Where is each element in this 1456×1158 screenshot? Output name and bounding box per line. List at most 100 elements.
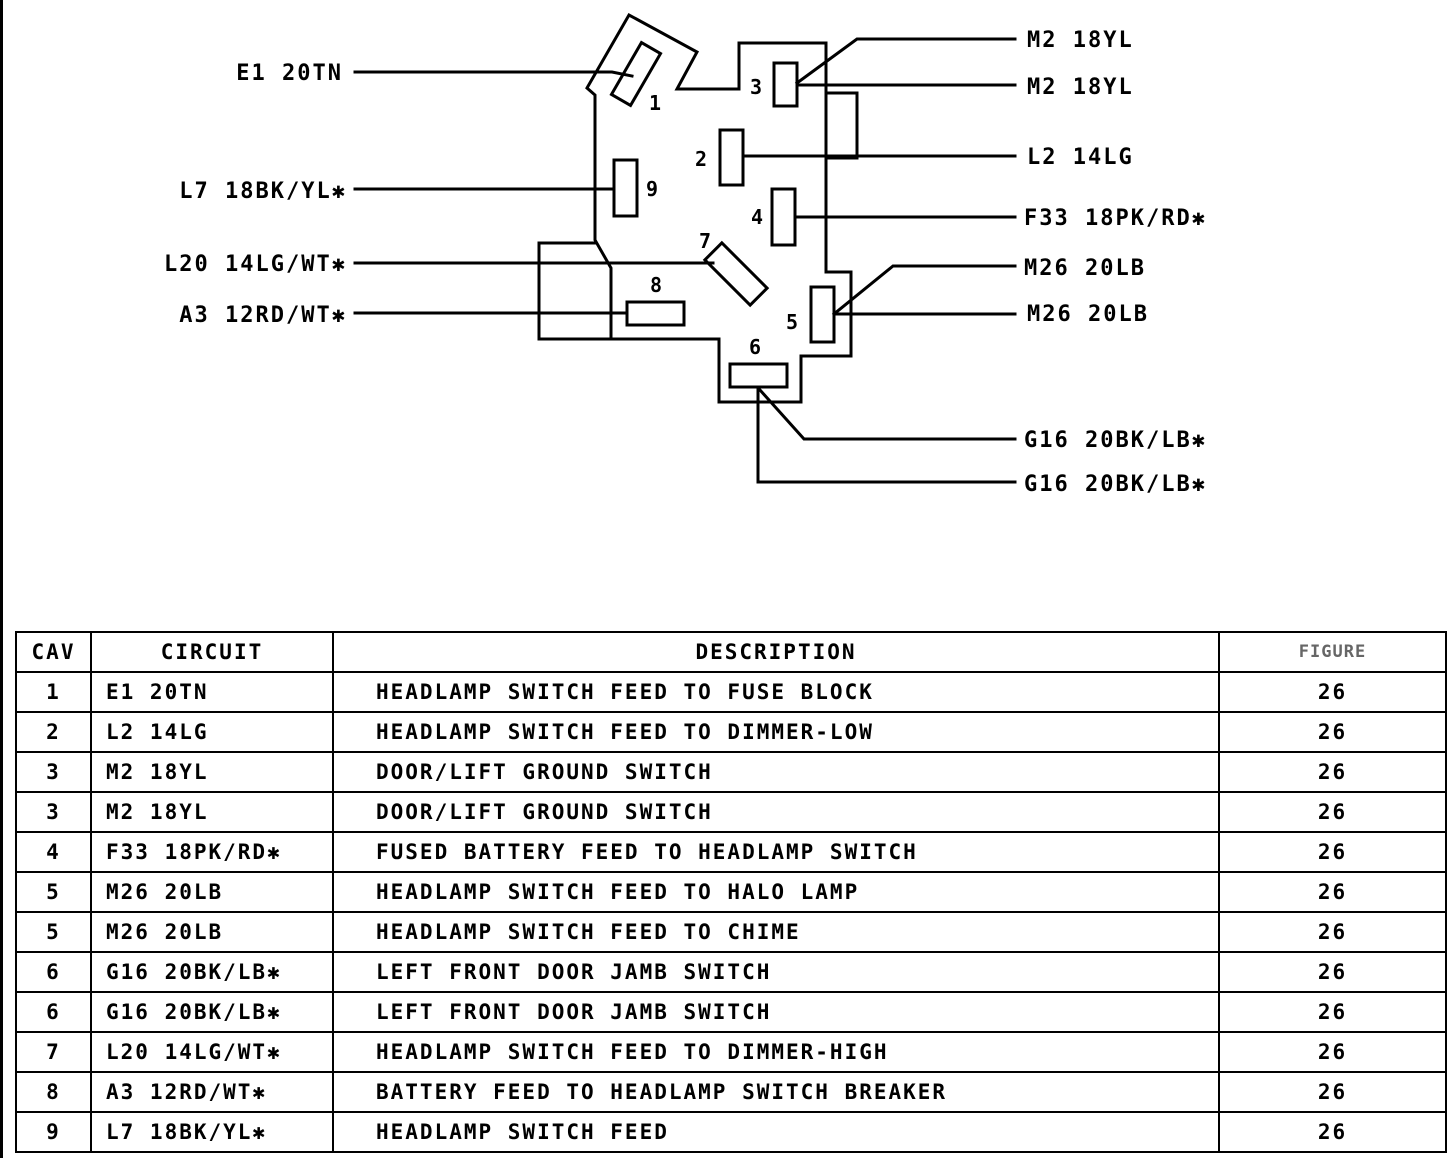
cavity-4-terminal (770, 187, 797, 247)
connector-housing-outline (585, 12, 853, 404)
cavity-9-terminal (612, 158, 639, 218)
connector-side-tab (537, 241, 613, 341)
wire-label-g16-top: G16 20BK/LB✱ (1024, 428, 1207, 453)
cavity-2-terminal (718, 128, 745, 187)
wire-label-f33: F33 18PK/RD✱ (1024, 206, 1207, 231)
circuit-cell: L20 14LG/WT✱ (90, 1031, 334, 1073)
cav-cell: 4 (15, 831, 92, 873)
cav-cell: 5 (15, 871, 92, 913)
cavity-7-terminal (702, 240, 770, 308)
circuit-cell: L7 18BK/YL✱ (90, 1111, 334, 1153)
wire-label-m2-bottom: M2 18YL (1027, 75, 1134, 100)
cavity-2-number: 2 (695, 147, 707, 171)
circuit-cell: G16 20BK/LB✱ (90, 991, 334, 1033)
description-cell: FUSED BATTERY FEED TO HEADLAMP SWITCH (332, 831, 1220, 873)
header-circuit: CIRCUIT (90, 631, 334, 673)
circuit-cell: M2 18YL (90, 751, 334, 793)
connector-rib (824, 91, 859, 160)
left-border (0, 0, 3, 1158)
header-figure: FIGURE (1218, 631, 1447, 673)
table-header-row: CAV CIRCUIT DESCRIPTION FIGURE (15, 631, 1447, 673)
cav-cell: 2 (15, 711, 92, 753)
cavity-8-number: 8 (650, 273, 662, 297)
cavity-3-terminal (772, 61, 799, 108)
figure-cell: 26 (1218, 671, 1447, 713)
wire-label-l20: L20 14LG/WT✱ (164, 252, 347, 277)
description-cell: HEADLAMP SWITCH FEED TO FUSE BLOCK (332, 671, 1220, 713)
cavity-6-terminal (728, 362, 789, 389)
circuit-cell: G16 20BK/LB✱ (90, 951, 334, 993)
description-cell: BATTERY FEED TO HEADLAMP SWITCH BREAKER (332, 1071, 1220, 1113)
figure-cell: 26 (1218, 871, 1447, 913)
figure-cell: 26 (1218, 1071, 1447, 1113)
wire-label-l7: L7 18BK/YL✱ (179, 179, 347, 204)
cavity-1-terminal (609, 40, 663, 108)
cav-cell: 3 (15, 751, 92, 793)
wire-label-l2: L2 14LG (1027, 145, 1134, 170)
circuit-cell: F33 18PK/RD✱ (90, 831, 334, 873)
circuit-cell: A3 12RD/WT✱ (90, 1071, 334, 1113)
cav-cell: 9 (15, 1111, 92, 1153)
figure-cell: 26 (1218, 911, 1447, 953)
figure-cell: 26 (1218, 991, 1447, 1033)
cav-cell: 1 (15, 671, 92, 713)
cav-cell: 6 (15, 951, 92, 993)
description-cell: LEFT FRONT DOOR JAMB SWITCH (332, 991, 1220, 1033)
wire-e1-leader (353, 70, 634, 78)
wire-label-g16-bottom: G16 20BK/LB✱ (1024, 472, 1207, 497)
wire-label-m2-top: M2 18YL (1027, 28, 1134, 53)
cav-cell: 3 (15, 791, 92, 833)
figure-cell: 26 (1218, 1031, 1447, 1073)
cav-cell: 6 (15, 991, 92, 1033)
cav-cell: 7 (15, 1031, 92, 1073)
cav-cell: 5 (15, 911, 92, 953)
circuit-cell: E1 20TN (90, 671, 334, 713)
description-cell: HEADLAMP SWITCH FEED TO HALO LAMP (332, 871, 1220, 913)
description-cell: DOOR/LIFT GROUND SWITCH (332, 791, 1220, 833)
cavity-3-number: 3 (750, 75, 762, 99)
header-cav: CAV (15, 631, 92, 673)
figure-cell: 26 (1218, 951, 1447, 993)
wire-m2-top-leader (794, 37, 1017, 86)
description-cell: HEADLAMP SWITCH FEED TO DIMMER-LOW (332, 711, 1220, 753)
cavity-1-number: 1 (649, 91, 661, 115)
cavity-5-number: 5 (786, 310, 798, 334)
cavity-5-terminal (809, 285, 836, 344)
cav-cell: 8 (15, 1071, 92, 1113)
figure-cell: 26 (1218, 831, 1447, 873)
description-cell: HEADLAMP SWITCH FEED (332, 1111, 1220, 1153)
wire-g16-top-leader (757, 387, 1017, 441)
circuit-cell: M26 20LB (90, 871, 334, 913)
connector-diagram: 1 9 3 2 4 7 8 5 6 E1 20TN L7 18BK/YL✱ L2… (164, 12, 1207, 497)
figure-cell: 26 (1218, 751, 1447, 793)
description-cell: HEADLAMP SWITCH FEED TO CHIME (332, 911, 1220, 953)
wire-label-m26-top: M26 20LB (1024, 256, 1146, 281)
description-cell: HEADLAMP SWITCH FEED TO DIMMER-HIGH (332, 1031, 1220, 1073)
wire-g16-bottom-leader (756, 385, 1017, 484)
circuit-cell: M2 18YL (90, 791, 334, 833)
cavity-8-terminal (625, 300, 686, 327)
wire-label-m26-bottom: M26 20LB (1027, 302, 1149, 327)
cavity-9-number: 9 (646, 177, 658, 201)
cavity-7-number: 7 (699, 229, 711, 253)
figure-cell: 26 (1218, 791, 1447, 833)
wire-label-e1: E1 20TN (236, 61, 343, 86)
wire-m26-top-leader (831, 264, 1017, 317)
description-cell: DOOR/LIFT GROUND SWITCH (332, 751, 1220, 793)
cavity-6-number: 6 (749, 335, 761, 359)
circuit-cell: L2 14LG (90, 711, 334, 753)
figure-cell: 26 (1218, 711, 1447, 753)
circuit-cell: M26 20LB (90, 911, 334, 953)
